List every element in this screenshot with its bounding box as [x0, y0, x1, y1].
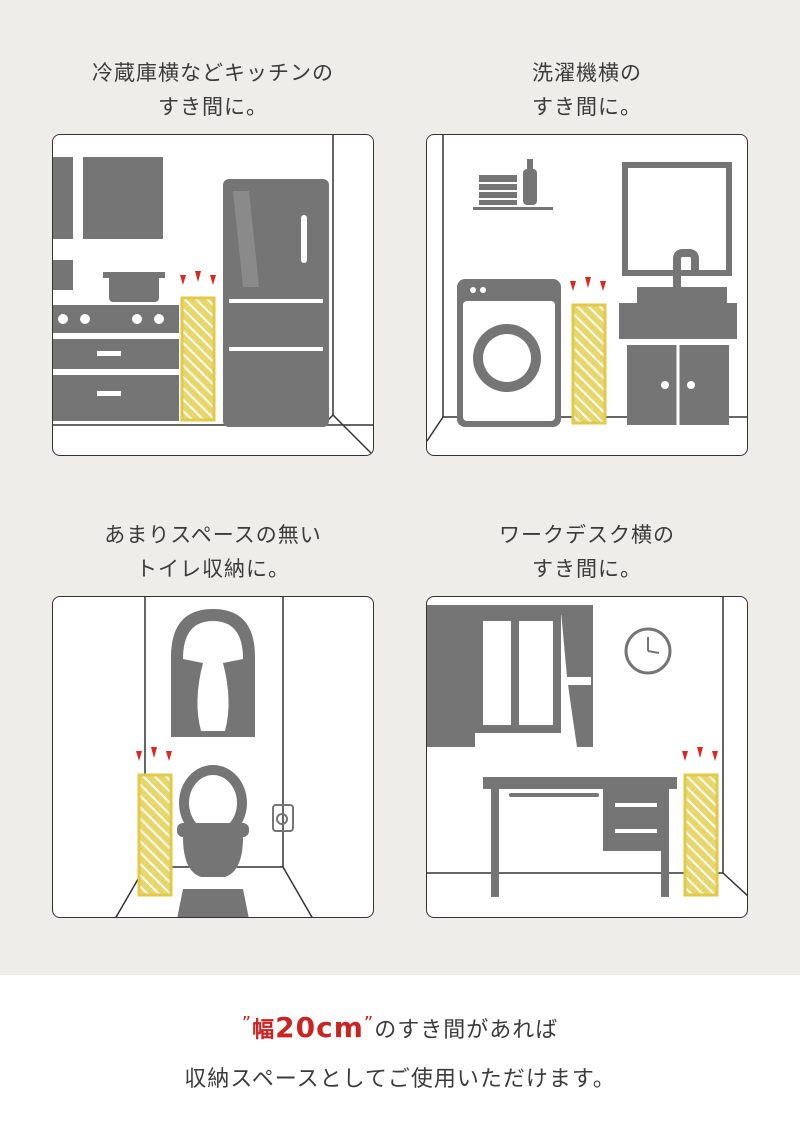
laundry-scene-icon [427, 135, 747, 442]
laundry-rack-icon [571, 303, 607, 425]
caption-kitchen-line1: 冷蔵庫横などキッチンの [92, 61, 334, 85]
width-value: 20cm [275, 1011, 364, 1044]
footer-line2: 収納スペースとしてご使用いただけます。 [184, 1067, 616, 1092]
caption-desk: ワークデスク横の すき間に。 [426, 518, 748, 586]
footer: ”幅20cm”のすき間があれば 収納スペースとしてご使用いただけます。 [0, 975, 800, 1127]
toilet-scene-icon [115, 597, 313, 917]
caption-kitchen-line2: すき間に。 [158, 95, 268, 119]
toilet-panel [52, 596, 374, 918]
toilet-rack-icon [137, 773, 173, 897]
footer-line1-rest: のすき間があれば [374, 1018, 559, 1043]
width-highlight: ”幅20cm” [242, 1011, 374, 1044]
footer-line1: ”幅20cm”のすき間があれば [0, 1011, 800, 1044]
caption-desk-line2: すき間に。 [532, 557, 642, 581]
quote-close: ” [363, 1013, 375, 1034]
caption-kitchen: 冷蔵庫横などキッチンの すき間に。 [52, 56, 374, 124]
caption-toilet-line1: あまりスペースの無い [104, 523, 322, 547]
kitchen-rack-icon [180, 296, 216, 422]
desk-scene-icon [427, 597, 747, 897]
width-kanji: 幅 [252, 1018, 276, 1043]
caption-laundry-line2: すき間に。 [532, 95, 642, 119]
caption-laundry: 洗濯機横の すき間に。 [426, 56, 748, 124]
laundry-panel [426, 134, 748, 456]
kitchen-scene-icon [53, 135, 373, 455]
kitchen-panel [52, 134, 374, 456]
quote-open: ” [241, 1013, 253, 1034]
desk-rack-icon [683, 773, 719, 897]
desk-panel [426, 596, 748, 918]
caption-toilet-line2: トイレ収納に。 [136, 557, 290, 581]
sink-icon [619, 303, 737, 339]
desk-icon [483, 777, 677, 789]
caption-desk-line1: ワークデスク横の [499, 523, 675, 547]
caption-laundry-line1: 洗濯機横の [532, 61, 642, 85]
caption-toilet: あまりスペースの無い トイレ収納に。 [52, 518, 374, 586]
